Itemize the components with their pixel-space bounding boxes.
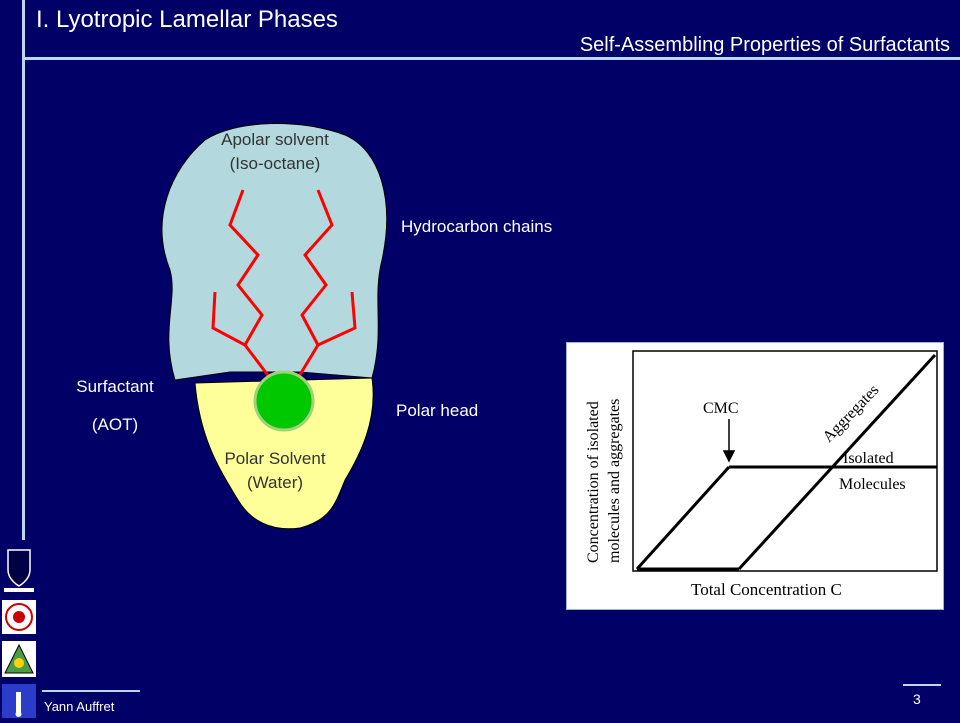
aggregates-line [737,353,937,571]
aggregates-text: Aggregates [820,382,883,446]
page-number: 3 [913,691,921,707]
author-name: Yann Auffret [44,699,115,714]
university-crest-icon [2,548,36,594]
blue-logo-icon [2,684,36,718]
xlabel-text: Total Concentration C [691,580,842,599]
header-rule [22,57,960,60]
surfactant-label-line1: Surfactant [76,377,154,396]
ylabel-text-1: Concentration of isolated [585,401,602,563]
surfactant-label: Surfactant (AOT) [55,368,175,444]
isolated-text-1: Isolated [843,450,894,467]
cmc-graph: CMC Aggregates Isolated Molecules Total … [566,342,944,610]
polar-solvent-label: Polar Solvent (Water) [195,447,355,495]
apolar-solvent-region [161,123,388,381]
cmc-text: CMC [703,400,739,417]
apolar-solvent-label: Apolar solvent (Iso-octane) [195,128,355,176]
hydrocarbon-chains [211,189,357,379]
ylabel-text-2: molecules and aggregates [606,399,623,563]
apolar-label-line2: (Iso-octane) [229,154,321,173]
apolar-label-line1: Apolar solvent [221,130,329,149]
cmc-graph-svg: CMC Aggregates Isolated Molecules Total … [585,350,938,599]
cmc-arrow-head [722,450,736,463]
isolated-text-2: Molecules [839,476,906,493]
page-rule [903,684,941,686]
hydrocarbon-chains-label: Hydrocarbon chains [401,217,553,236]
vertical-rule [22,0,25,540]
polar-solvent-region [194,377,374,530]
slide-subtitle: Self-Assembling Properties of Surfactant… [579,34,950,56]
polar-label-line2: (Water) [246,473,304,492]
institute-logo-icon [2,600,36,634]
triangle-logo-icon [2,641,36,677]
slide-title: I. Lyotropic Lamellar Phases [36,6,338,33]
graph-frame [632,350,938,572]
polar-head-label: Polar head [396,401,479,420]
polar-head-circle [253,370,315,432]
footer-rule [42,690,140,692]
isolated-rise-line [635,465,731,571]
surfactant-label-line2: (AOT) [91,415,139,434]
polar-label-line1: Polar Solvent [224,449,326,468]
